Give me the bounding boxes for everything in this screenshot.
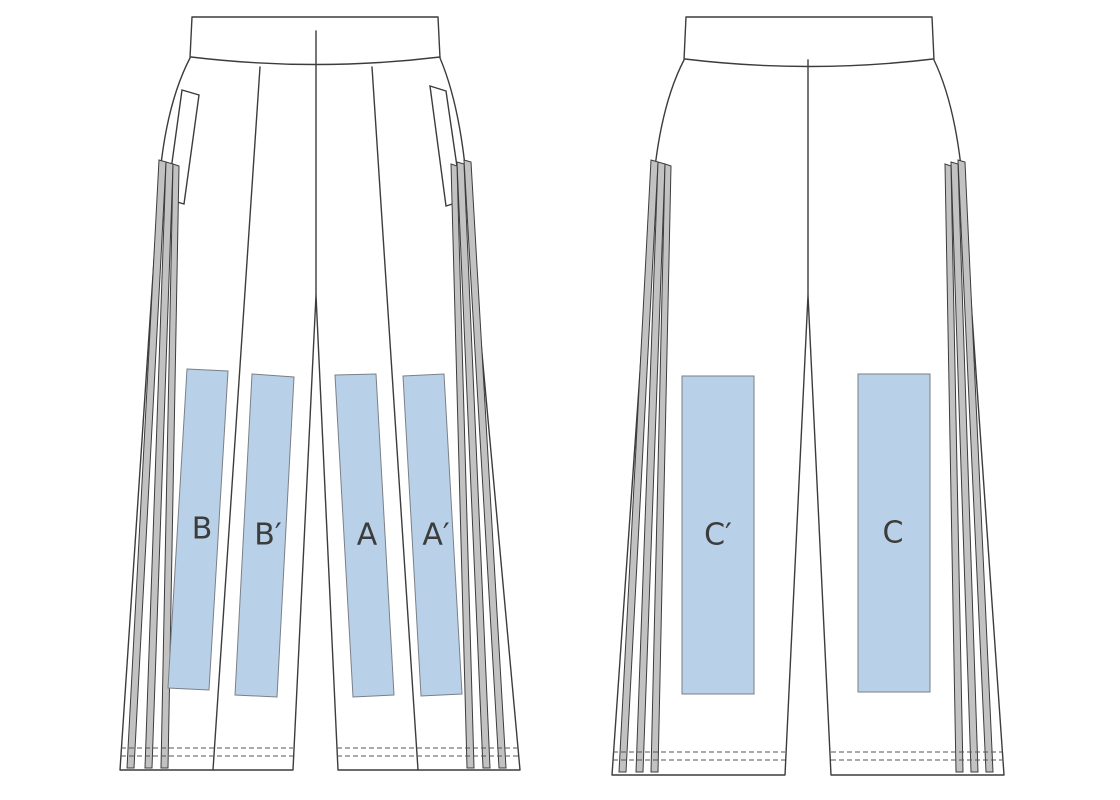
patch-label-a: A [357,518,378,553]
front-left-pocket [166,89,200,205]
front-left-stripe-3 [160,163,180,769]
back-left-stripe-1 [618,159,659,773]
patch-label-a-prime: A′ [422,518,450,553]
front-right-stripe-3 [450,163,475,769]
back-right-stripe-3 [944,163,964,773]
back-left-stripe-2 [635,161,666,773]
front-crease-right [371,66,419,771]
back-right-stripe-2 [950,161,979,773]
front-left-stripe-2 [144,161,174,769]
front-crease-left [212,66,261,771]
back-right-stripe-1 [957,159,994,773]
patch-c [857,373,931,693]
patch-label-b-prime: B′ [254,518,282,553]
patch-label-c: C [883,516,904,551]
front-right-stripe-2 [456,161,491,769]
patch-label-b: B [192,512,213,547]
patch-b-prime [234,373,295,698]
patch-a [334,373,395,698]
back-left-stripe-3 [650,163,672,773]
patch-b [167,368,229,691]
patch-label-c-prime: C′ [704,518,732,553]
front-left-stripe-1 [126,159,167,769]
back-waistband [684,58,934,68]
patch-a-prime [402,373,463,697]
front-right-stripe-1 [463,159,507,769]
back-pants: C′ C [611,16,1005,776]
patch-c-prime [681,375,755,695]
front-pants: B B′ A A′ [119,16,521,771]
